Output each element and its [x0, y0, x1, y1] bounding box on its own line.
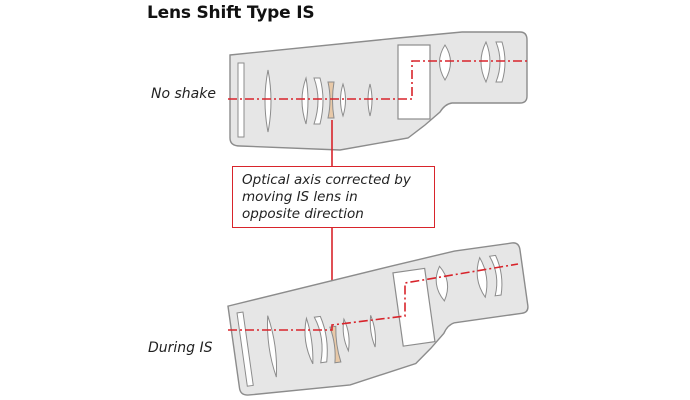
lens-element-bottom-2 [304, 316, 314, 365]
callout-line-1: Optical axis corrected by [242, 172, 411, 188]
lens-body-no-shake [228, 31, 528, 151]
lens-element-top-1 [264, 69, 272, 133]
lens-element-top-7 [480, 40, 491, 84]
lens-body-during-is [227, 242, 529, 396]
lens-element-top-2 [301, 76, 309, 125]
lens-element-bottom-5 [369, 315, 376, 348]
lens-element-bottom-1 [266, 315, 278, 378]
prism-block-bottom [392, 267, 436, 347]
callout-line-3: opposite direction [242, 206, 364, 222]
lens-element-top-8 [495, 41, 506, 83]
lens-element-top-5 [367, 83, 373, 117]
rear-filter-glass-top [237, 62, 245, 138]
optical-axis-bottom [228, 263, 519, 331]
during-is-label: During IS [148, 340, 213, 356]
callout-line-2: moving IS lens in [242, 189, 358, 205]
is-lens-element-top [327, 81, 335, 119]
lens-element-top-4 [340, 82, 346, 118]
diagram-title: Lens Shift Type IS [147, 3, 315, 23]
no-shake-label: No shake [151, 86, 216, 102]
lens-element-top-6 [439, 44, 451, 81]
is-lens-element-bottom [329, 325, 342, 364]
optical-axis-top [228, 60, 527, 100]
lens-housing-bottom [227, 242, 529, 396]
lens-element-bottom-7 [476, 256, 488, 299]
prism-block-top [397, 44, 431, 120]
lens-element-bottom-4 [342, 317, 350, 353]
callout-box: Optical axis corrected by moving IS lens… [232, 166, 435, 228]
lens-element-bottom-3 [313, 315, 328, 364]
lens-element-top-3 [313, 77, 324, 125]
lens-element-bottom-8 [488, 254, 503, 297]
